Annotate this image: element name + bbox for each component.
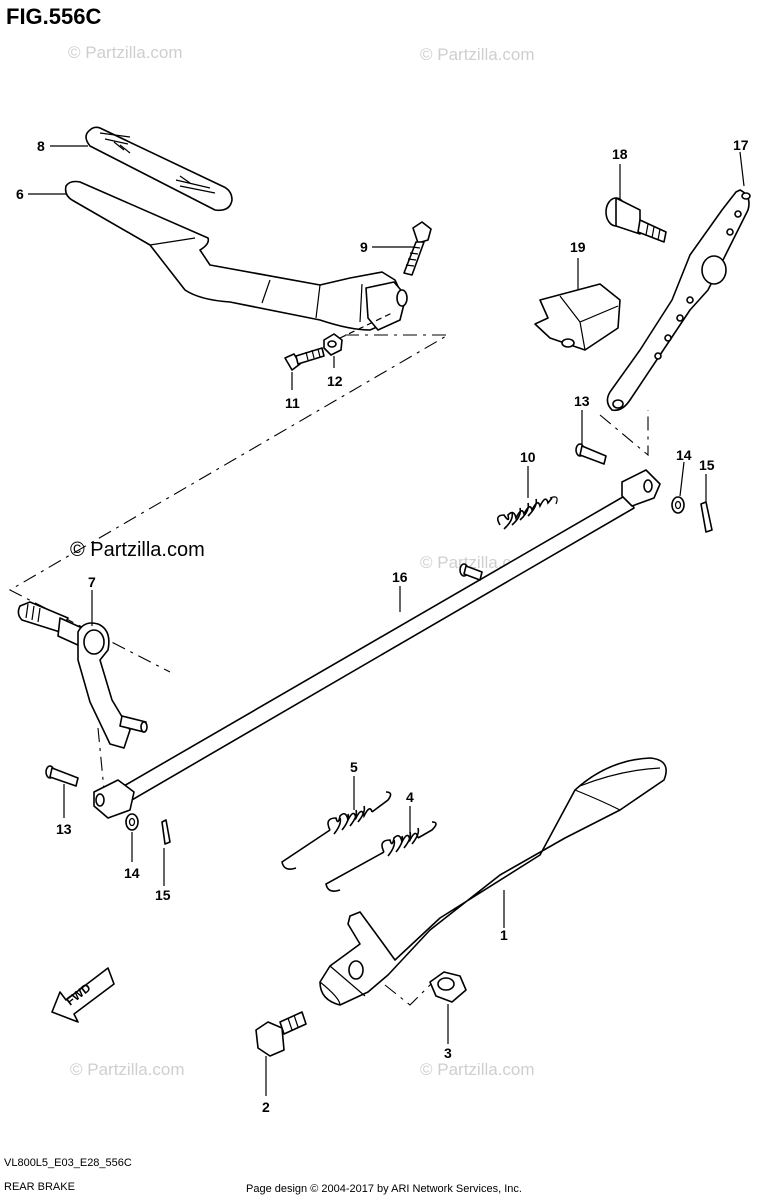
watermark: © Partzilla.com xyxy=(70,1060,185,1079)
callout-8[interactable]: 8 xyxy=(37,138,45,154)
callout-17[interactable]: 17 xyxy=(733,137,749,153)
callout-13[interactable]: 13 xyxy=(56,821,72,837)
reference-line xyxy=(599,410,649,457)
callout-16[interactable]: 16 xyxy=(392,569,408,585)
brake-pedal[interactable] xyxy=(64,180,408,331)
arm-cover[interactable] xyxy=(534,283,621,351)
brake-lever[interactable] xyxy=(17,601,148,749)
side-stand-spring-inner[interactable] xyxy=(325,821,437,892)
rod-pin[interactable] xyxy=(459,563,483,581)
watermarks: © Partzilla.com © Partzilla.com © Partzi… xyxy=(68,43,535,1079)
callout-18[interactable]: 18 xyxy=(612,146,628,162)
callout-1[interactable]: 1 xyxy=(500,927,508,943)
pedal-pad[interactable] xyxy=(85,126,233,212)
callouts: 8 6 9 11 12 18 17 19 13 10 14 15 16 7 13… xyxy=(16,137,749,1115)
side-stand-bolt[interactable] xyxy=(255,1011,307,1057)
callout-15[interactable]: 15 xyxy=(699,457,715,473)
callout-10[interactable]: 10 xyxy=(520,449,536,465)
callout-3[interactable]: 3 xyxy=(444,1045,452,1061)
reference-line xyxy=(97,727,105,791)
callout-2[interactable]: 2 xyxy=(262,1099,270,1115)
watermark: © Partzilla.com xyxy=(68,43,183,62)
forward-arrow-icon: FWD xyxy=(51,967,115,1023)
callout-13[interactable]: 13 xyxy=(574,393,590,409)
washer-lower[interactable] xyxy=(125,813,139,831)
section-name: REAR BRAKE xyxy=(4,1181,75,1193)
copyright-credit: Page design © 2004-2017 by ARI Network S… xyxy=(246,1183,522,1195)
callout-14[interactable]: 14 xyxy=(676,447,692,463)
callout-6[interactable]: 6 xyxy=(16,186,24,202)
watermark: © Partzilla.com xyxy=(420,1060,535,1079)
callout-19[interactable]: 19 xyxy=(570,239,586,255)
return-spring[interactable] xyxy=(496,496,558,530)
pivot-bolt-small[interactable] xyxy=(284,347,325,371)
washer-upper[interactable] xyxy=(671,496,685,514)
callout-12[interactable]: 12 xyxy=(327,373,343,389)
cotter-pin-upper[interactable] xyxy=(700,501,713,533)
cotter-pin-lower[interactable] xyxy=(161,819,171,845)
figure-title: FIG.556C xyxy=(6,4,101,29)
watermark-prominent: © Partzilla.com xyxy=(70,539,205,561)
callout-15[interactable]: 15 xyxy=(155,887,171,903)
callout-14[interactable]: 14 xyxy=(124,865,140,881)
brake-rod[interactable] xyxy=(93,469,661,819)
brake-arm[interactable] xyxy=(606,189,751,412)
side-stand-spring-outer[interactable] xyxy=(281,791,392,870)
pedal-nut[interactable] xyxy=(323,333,343,356)
clevis-pin-lower[interactable] xyxy=(45,765,79,787)
model-code: VL800L5_E03_E28_556C xyxy=(4,1157,132,1169)
reference-line xyxy=(384,974,441,1006)
callout-9[interactable]: 9 xyxy=(360,239,368,255)
clevis-pin-upper[interactable] xyxy=(575,443,607,465)
callout-11[interactable]: 11 xyxy=(285,395,300,411)
watermark: © Partzilla.com xyxy=(420,45,535,64)
callout-4[interactable]: 4 xyxy=(406,789,414,805)
arm-pivot-bolt[interactable] xyxy=(605,197,667,243)
callout-5[interactable]: 5 xyxy=(350,759,358,775)
leader-lines xyxy=(28,145,745,1096)
reference-line xyxy=(8,334,451,673)
pedal-bolt[interactable] xyxy=(403,221,432,276)
callout-7[interactable]: 7 xyxy=(88,574,96,590)
side-stand-nut[interactable] xyxy=(429,971,467,1003)
side-stand[interactable] xyxy=(319,757,667,1006)
